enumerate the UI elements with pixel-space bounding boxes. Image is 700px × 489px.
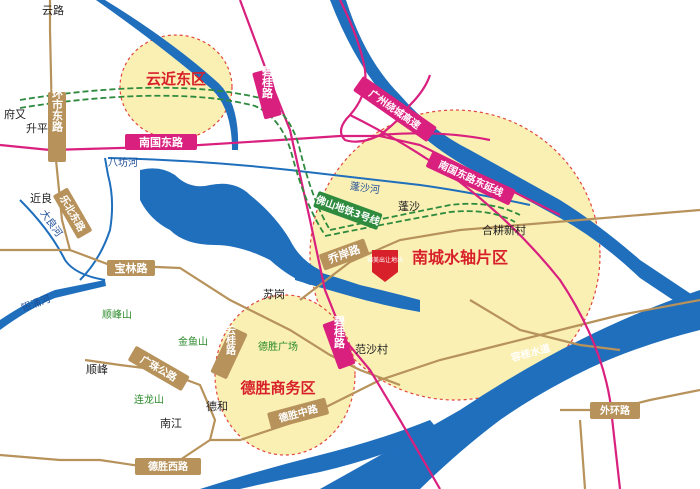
park-labels: 顺峰山 金鱼山 德胜广场 连龙山 — [102, 309, 298, 406]
place-nanjiang: 南江 — [160, 417, 182, 430]
river-label-bafang: 八坊河 — [108, 156, 138, 169]
place-lianlong-mt: 连龙山 — [134, 393, 164, 406]
district-nancheng-axis: 南城水轴片区 — [412, 248, 508, 267]
plot-marker-label: 锦美出让地块 — [367, 256, 403, 264]
road-label-biguui-south: 碧桂路 — [333, 314, 347, 349]
place-dehe: 德和 — [206, 399, 228, 413]
small-rivers — [19, 157, 531, 281]
road-label-huanshi-east: 环市东路 — [51, 88, 64, 133]
place-fuyou: 府又 — [4, 107, 26, 121]
district-desheng-business: 德胜商务区 — [240, 379, 315, 397]
place-shunfeng-mt: 顺峰山 — [102, 309, 132, 321]
place-desheng-sq: 德胜广场 — [258, 340, 298, 353]
river-label-pengsha: 蓬沙河 — [349, 180, 380, 196]
road-label-xuyue: 云桂路 — [224, 325, 237, 356]
road-label-baolin: 宝林路 — [115, 261, 149, 275]
place-jinliang: 近良 — [30, 191, 52, 205]
road-label-outer-ring: 外环路 — [599, 404, 631, 417]
place-pengsha: 蓬沙 — [398, 200, 420, 213]
place-hegeng: 合耕新村 — [482, 223, 526, 237]
place-shengping: 升平 — [26, 122, 48, 135]
plot-marker-icon[interactable] — [372, 250, 398, 282]
place-shunfeng: 顺峰 — [86, 363, 108, 376]
place-sugang: 苏岗 — [263, 288, 285, 301]
place-labels: 云路 府又 升平 近良 蓬沙 合耕新村 苏岗 范沙村 顺峰 德和 南江 — [4, 4, 526, 430]
place-yunlu: 云路 — [42, 4, 64, 17]
road-label-desheng-west: 德胜西路 — [147, 460, 189, 473]
road-label-biguui: 碧桂路 — [261, 64, 275, 99]
road-label-nanguo-east: 南国东路 — [139, 135, 184, 149]
place-jinyu-mt: 金鱼山 — [178, 335, 208, 348]
district-yunjin-east: 云近东区 — [146, 70, 206, 88]
place-fanshacun: 范沙村 — [355, 342, 388, 356]
